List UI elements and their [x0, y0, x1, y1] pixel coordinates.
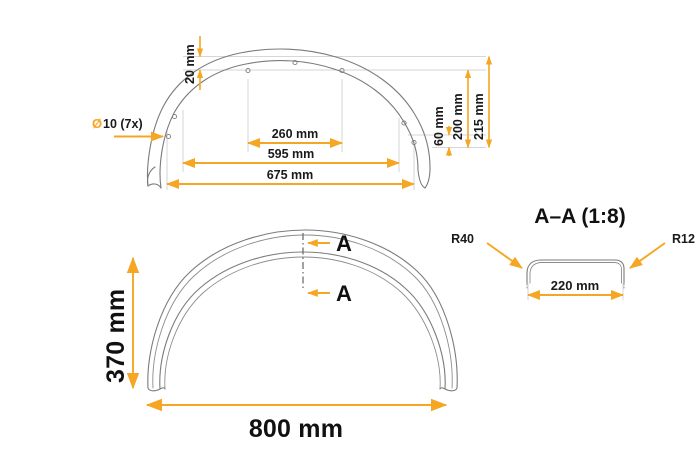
mounting-holes	[165, 59, 417, 146]
section-marker-group: A A	[302, 231, 352, 306]
dimension-60mm: 60 mm	[432, 106, 453, 156]
front-arch-outer	[147, 229, 458, 389]
dimension-675mm-label: 675 mm	[267, 168, 314, 182]
dimension-370mm: 370 mm	[102, 256, 140, 390]
section-marker-label-top: A	[336, 231, 352, 256]
dimension-800mm: 800 mm	[145, 398, 448, 443]
section-marker-label-bottom: A	[336, 281, 352, 306]
radius-callout-r40: R40	[451, 232, 523, 269]
dimension-220mm-label: 220 mm	[551, 278, 599, 293]
front-arch-left-tip	[147, 387, 166, 392]
radius-callout-r12: R12	[629, 232, 695, 269]
mounting-hole	[245, 67, 251, 74]
dimension-200mm: 200 mm	[451, 69, 472, 149]
mounting-hole	[165, 133, 172, 140]
hole-diameter-callout: Ø 10 (7x)	[92, 116, 165, 142]
dimension-220mm: 220 mm	[526, 278, 625, 301]
dimension-215mm-label: 215 mm	[472, 93, 486, 140]
mounting-hole	[411, 139, 417, 146]
dimension-595mm: 595 mm	[181, 147, 401, 169]
fender-left-tail-inner	[147, 183, 162, 189]
dimension-260mm-label: 260 mm	[272, 127, 319, 141]
front-arch-outer-inner	[152, 234, 453, 389]
dimension-260mm: 260 mm	[246, 127, 344, 149]
mounting-hole	[339, 67, 345, 74]
radius-r12-label: R12	[672, 232, 695, 246]
hole-callout-label: 10 (7x)	[103, 117, 143, 131]
side-view-group: Ø 10 (7x) 20 mm 260 mm 595 mm	[92, 36, 493, 190]
fender-right-tail-inner	[417, 169, 426, 189]
front-arch-inner-inner	[164, 256, 441, 390]
fender-outer-profile	[146, 48, 431, 187]
dimension-200mm-label: 200 mm	[451, 93, 465, 140]
diameter-symbol: Ø	[92, 116, 102, 131]
mounting-hole	[292, 59, 298, 66]
dimension-20mm: 20 mm	[183, 36, 204, 90]
dimension-215mm: 215 mm	[472, 55, 493, 149]
dimension-370mm-label: 370 mm	[102, 289, 130, 383]
dimension-675mm: 675 mm	[165, 168, 416, 190]
dimension-800mm-label: 800 mm	[249, 415, 343, 443]
dimension-20mm-label: 20 mm	[183, 44, 197, 84]
mounting-hole	[171, 113, 178, 120]
section-view-title: A–A (1:8)	[534, 205, 625, 228]
front-view-group: A A 370 mm 800 mm	[102, 229, 458, 443]
front-arch-right-tip	[439, 387, 458, 392]
radius-r40-label: R40	[451, 232, 474, 246]
mounting-hole	[401, 120, 407, 126]
section-profile	[526, 259, 625, 284]
dimension-595mm-label: 595 mm	[268, 147, 315, 161]
fender-right-tail	[424, 167, 431, 189]
section-view-group: A–A (1:8) R40 R12 220 mm	[451, 205, 695, 301]
section-profile-inner	[529, 262, 622, 284]
dimension-60mm-label: 60 mm	[432, 106, 446, 146]
fender-left-tail	[146, 166, 156, 187]
